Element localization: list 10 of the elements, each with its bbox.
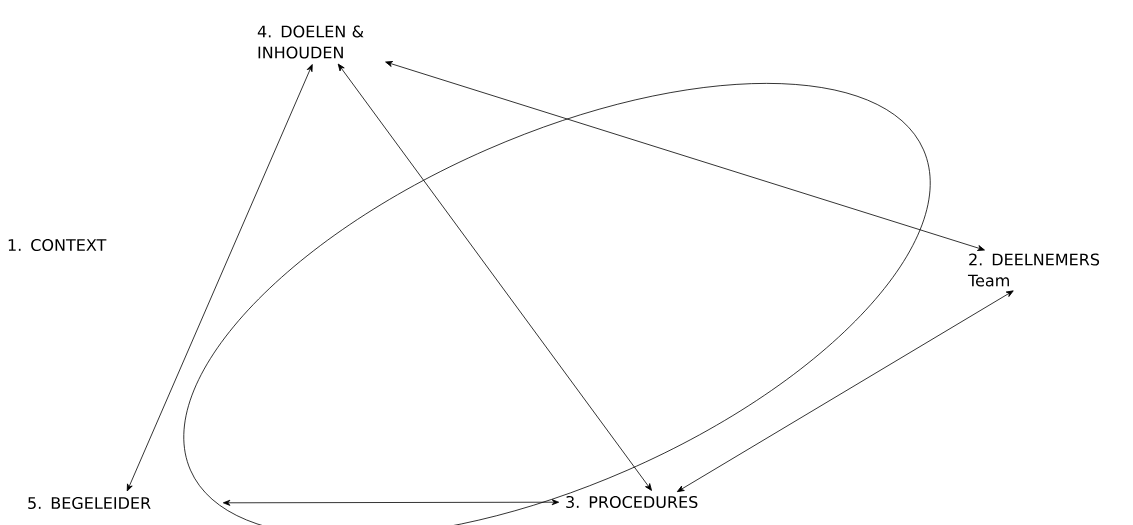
double-arrow xyxy=(126,64,313,492)
double-arrow xyxy=(337,63,652,491)
corner-label: 4. DOELEN & INHOUDEN xyxy=(257,25,364,59)
ellipse-label: 1. CONTEXT xyxy=(8,238,107,252)
corner-label: 2. DEELNEMERS Team xyxy=(967,253,1100,287)
double-arrow xyxy=(676,290,1014,493)
double-arrow xyxy=(222,499,560,506)
corner-label: 5. BEGELEIDER xyxy=(28,496,151,510)
double-arrow xyxy=(385,61,985,251)
corner-label: 3. PROCEDURES xyxy=(566,495,698,509)
